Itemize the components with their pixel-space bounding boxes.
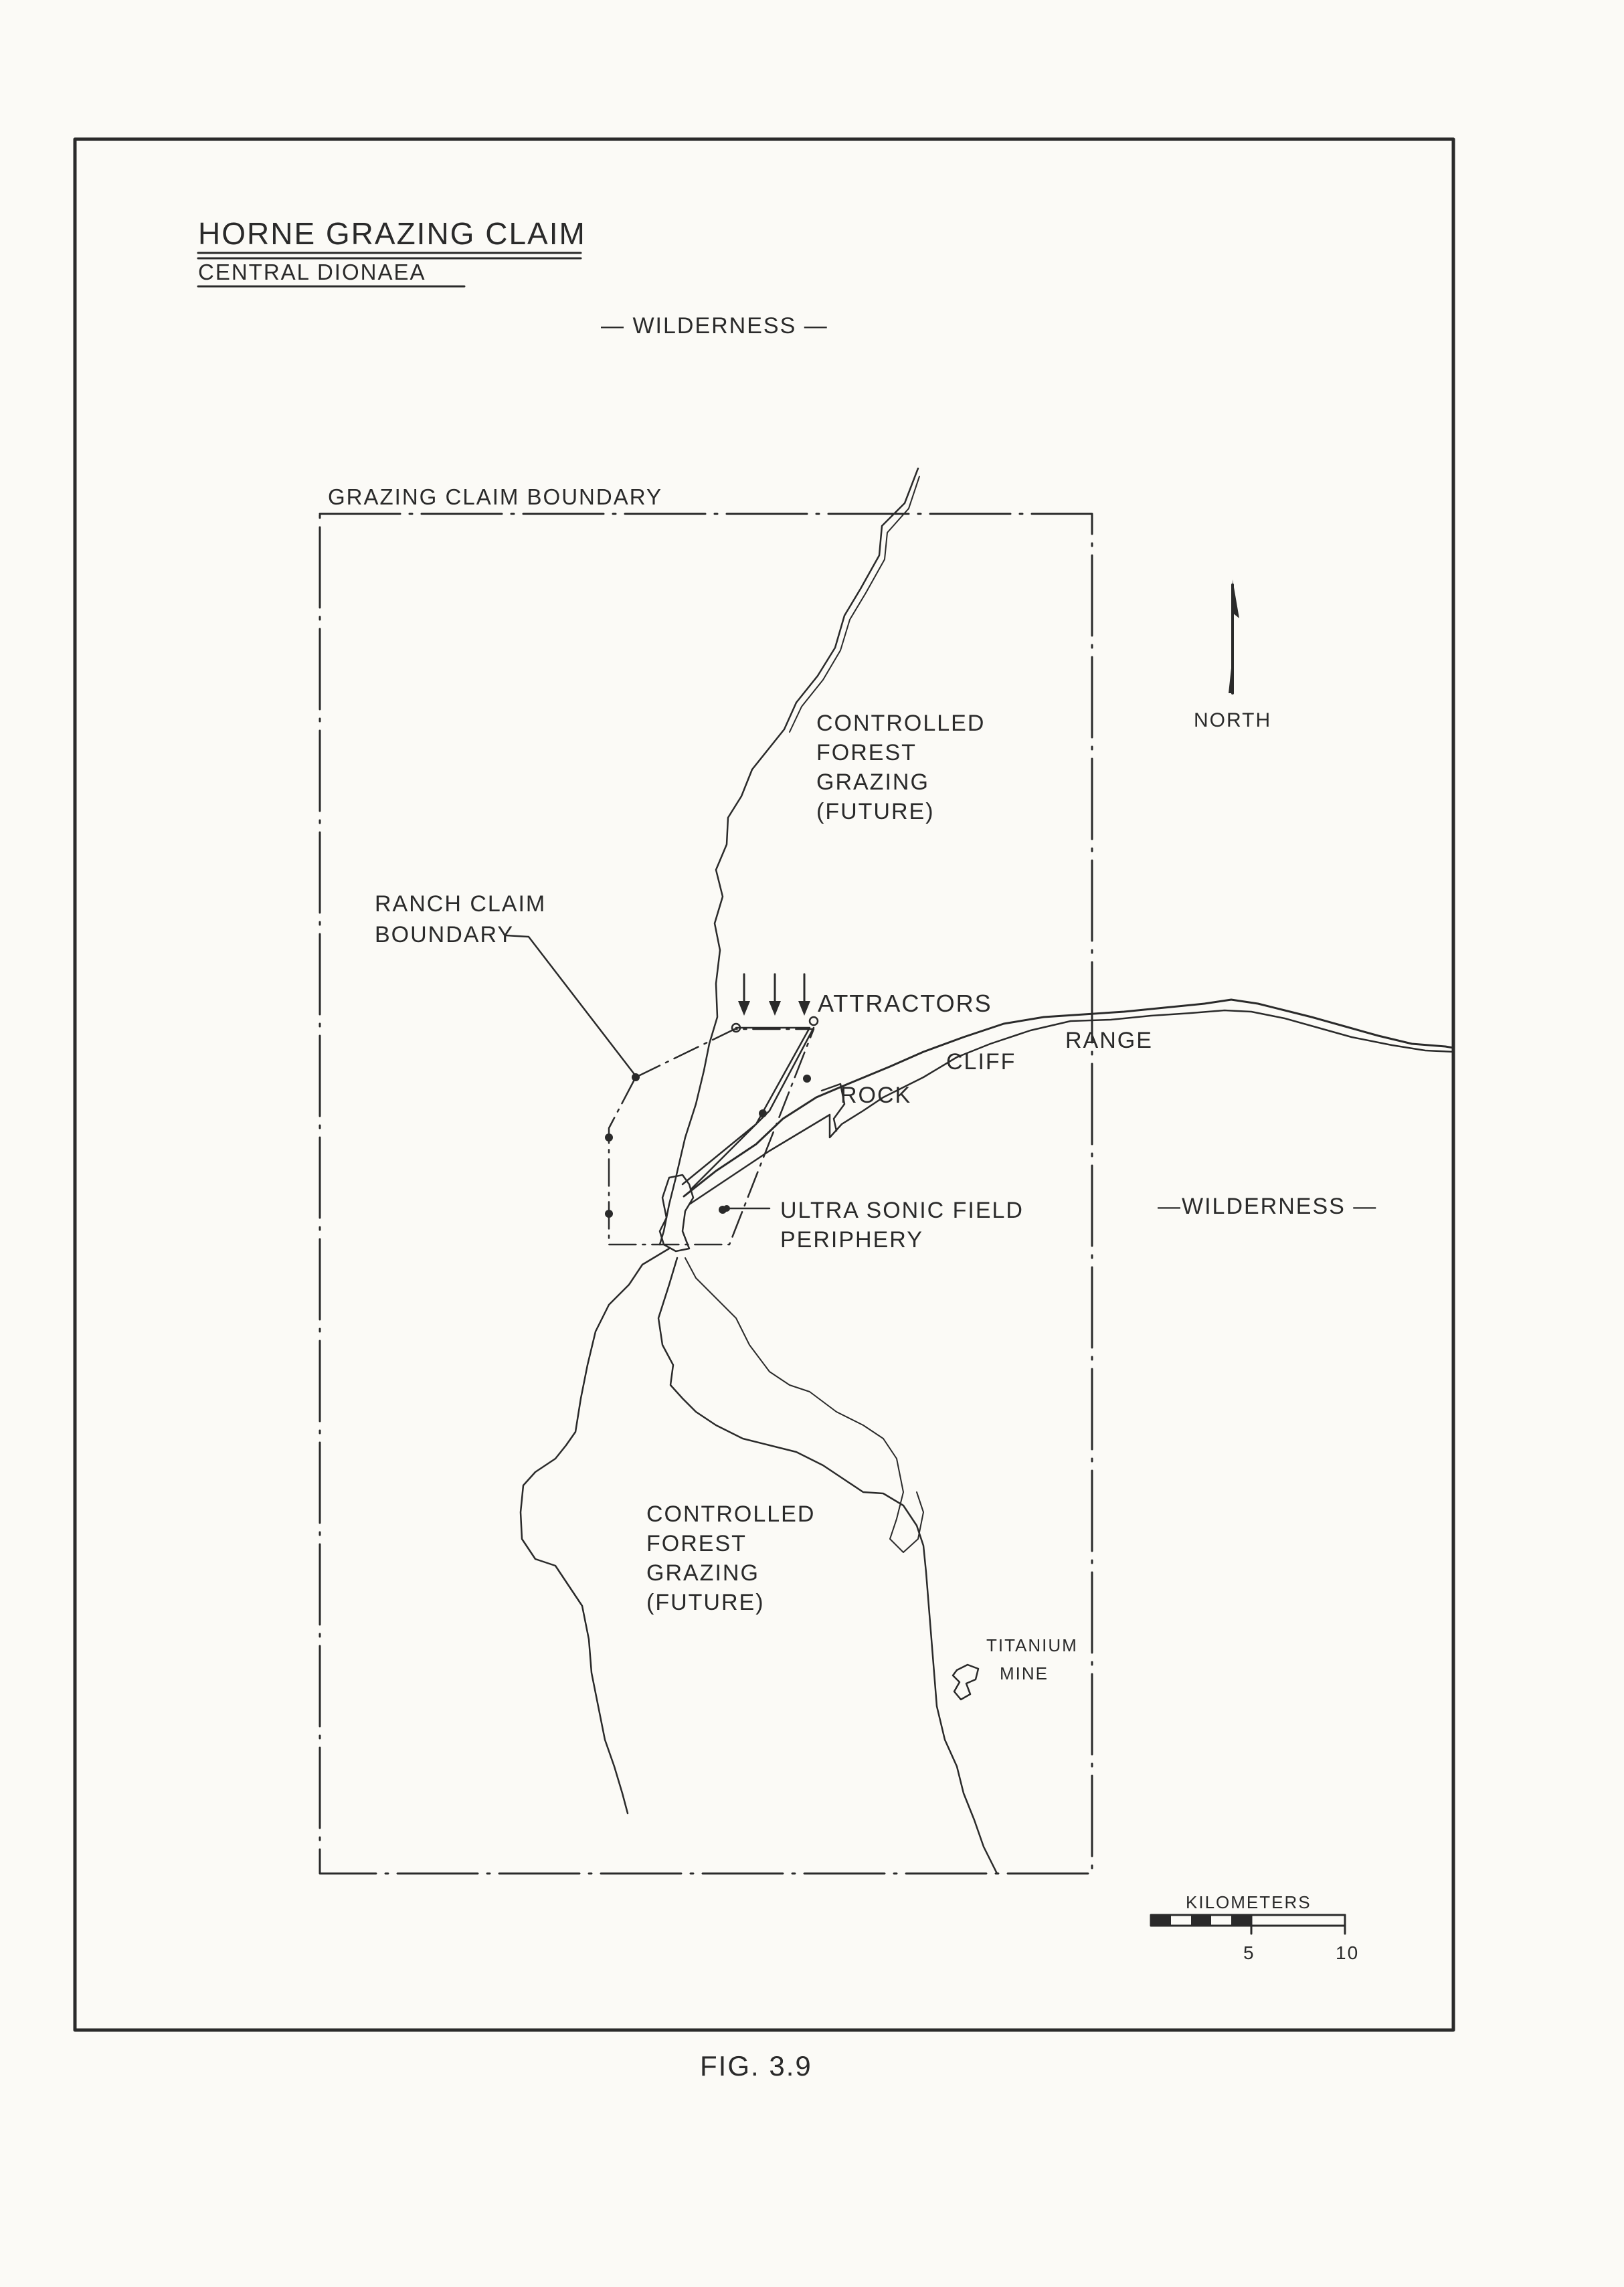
label-forest-south-3: GRAZING [646,1560,759,1586]
river-south-east [657,1257,998,1875]
attractor-point-1 [731,1022,741,1033]
attractor-arrows [738,973,810,1016]
mine-outline-icon [952,1663,980,1701]
river-north-bank [789,476,920,733]
label-forest-south-2: FOREST [646,1531,747,1556]
figure-caption: FIG. 3.9 [700,2050,812,2082]
river-south-west [519,1247,670,1815]
label-cliff: CLIFF [946,1049,1016,1075]
label-wilderness-north: — WILDERNESS — [601,313,828,339]
ridge-rock-spur [820,1083,846,1132]
scale-bar-label: KILOMETERS [1186,1892,1312,1912]
ultrasonic-dot [723,1205,730,1212]
ranch-claim-boundary [608,1028,815,1246]
map-frame [73,137,1455,2032]
label-rock: ROCK [840,1083,911,1108]
scale-tick-10: 10 [1336,1942,1359,1963]
label-range: RANGE [1065,1028,1153,1053]
label-attractors: ATTRACTORS [818,990,992,1017]
map-title: HORNE GRAZING CLAIM [198,216,586,251]
ranch-corner-2 [605,1133,613,1141]
label-ranch-claim-1: RANCH CLAIM [375,891,546,917]
grazing-claim-boundary [319,513,1093,1875]
label-forest-south-4: (FUTURE) [646,1590,765,1615]
attractor-point-3 [803,1075,811,1083]
ranch-corner-1 [632,1073,640,1081]
attractor-point-2 [808,1016,819,1026]
label-ranch-claim-2: BOUNDARY [375,922,514,947]
ranch-corner-3 [605,1210,613,1218]
label-grazing-claim-boundary: GRAZING CLAIM BOUNDARY [328,484,662,509]
label-titanium-2: MINE [1000,1663,1049,1683]
ranch-claim-leader [505,934,637,1077]
label-forest-north-1: CONTROLLED [816,711,985,736]
scale-bar: KILOMETERS 5 10 [1150,1892,1359,1963]
label-ultrasonic-1: ULTRA SONIC FIELD [780,1198,1024,1223]
scale-tick-5: 5 [1243,1942,1255,1963]
attractor-line-1 [681,1026,811,1186]
attractor-line-2 [689,1026,815,1191]
map-subtitle: CENTRAL DIONAEA [198,260,426,284]
label-forest-north-2: FOREST [816,740,917,765]
label-ultrasonic-2: PERIPHERY [780,1227,923,1253]
label-forest-north-3: GRAZING [816,769,929,795]
north-arrow-icon [1229,579,1239,695]
label-forest-north-4: (FUTURE) [816,799,935,824]
label-titanium-1: TITANIUM [986,1635,1078,1655]
label-north: NORTH [1194,709,1271,731]
river-south-east-bank [685,1257,924,1553]
label-forest-south-1: CONTROLLED [646,1501,815,1527]
river-north [658,467,919,1246]
cliff-range-ridge-2 [688,1009,1455,1206]
ultrasonic-field-lake [658,1174,695,1253]
attractor-point-4 [759,1109,767,1117]
cliff-range-ridge [683,998,1455,1198]
label-wilderness-east: —WILDERNESS — [1158,1194,1377,1219]
